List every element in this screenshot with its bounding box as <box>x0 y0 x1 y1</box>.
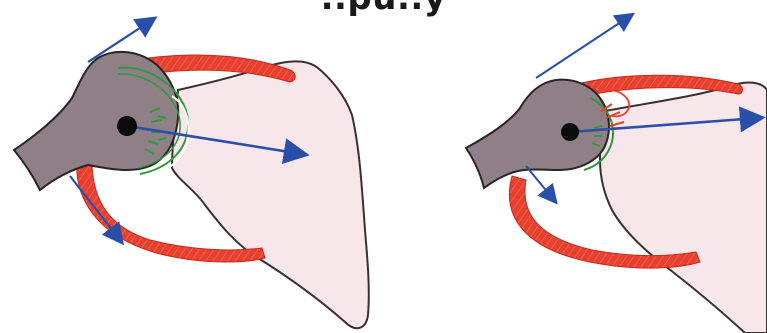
right-arrow-superior <box>536 16 630 78</box>
right-center-dot <box>561 123 579 141</box>
left-panel <box>14 20 369 328</box>
right-arrow-inferior <box>526 166 554 200</box>
left-scapula <box>172 61 369 328</box>
right-panel <box>466 16 767 333</box>
left-center-dot <box>117 116 137 136</box>
right-humerus <box>466 80 609 188</box>
